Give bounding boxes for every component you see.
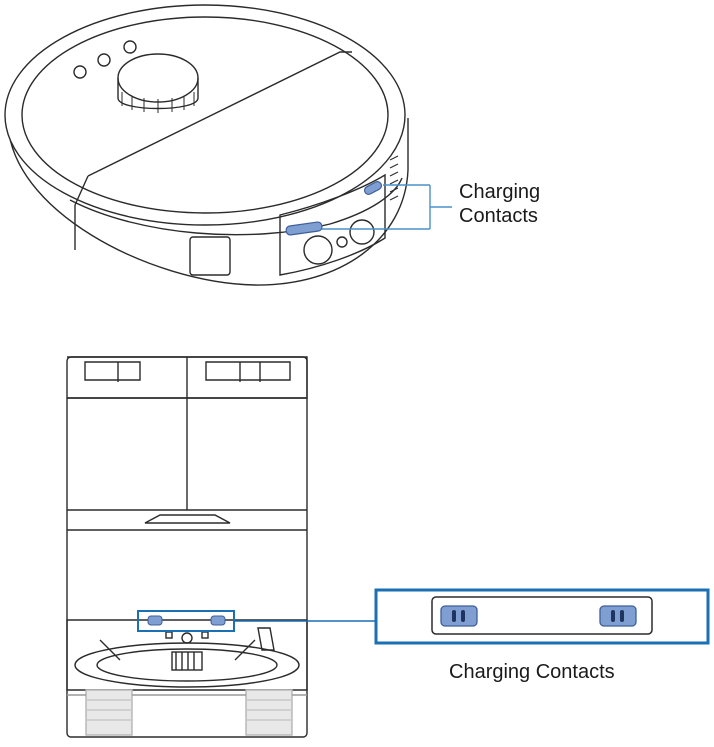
robot-callout-leader [322, 184, 452, 230]
robot-button-2 [97, 53, 111, 67]
station-contact-magnified [374, 588, 710, 645]
robot-label-line2: Contacts [459, 205, 538, 227]
robot-vacuum [4, 4, 409, 286]
station-contact-left [440, 605, 478, 627]
station-ramp [66, 619, 308, 691]
station-contact-right [599, 605, 637, 627]
station-charging-contacts-label: Charging Contacts [449, 661, 615, 683]
station-contact-highlight [137, 610, 376, 632]
robot-front-sensor [189, 236, 231, 276]
robot-contact-side [363, 181, 383, 195]
station-foot-right [245, 689, 293, 736]
robot-charging-contacts [285, 181, 383, 236]
robot-lidar-top [117, 53, 199, 103]
robot-bumper-seam [87, 51, 352, 177]
station-contact-left-small [147, 615, 163, 626]
docking-station [66, 356, 308, 738]
robot-contact-front [285, 221, 323, 236]
robot-button-1 [73, 65, 87, 79]
robot-charging-contacts-label: Charging Contacts [459, 180, 540, 228]
robot-side-panel [279, 173, 386, 276]
robot-label-line1: Charging [459, 181, 541, 203]
robot-side-wheel [303, 235, 333, 265]
station-contact-right-small [210, 615, 226, 626]
robot-button-3 [123, 40, 137, 54]
robot-top-outer [4, 4, 406, 226]
station-foot-left [85, 689, 133, 736]
robot-top-inner [21, 16, 389, 214]
